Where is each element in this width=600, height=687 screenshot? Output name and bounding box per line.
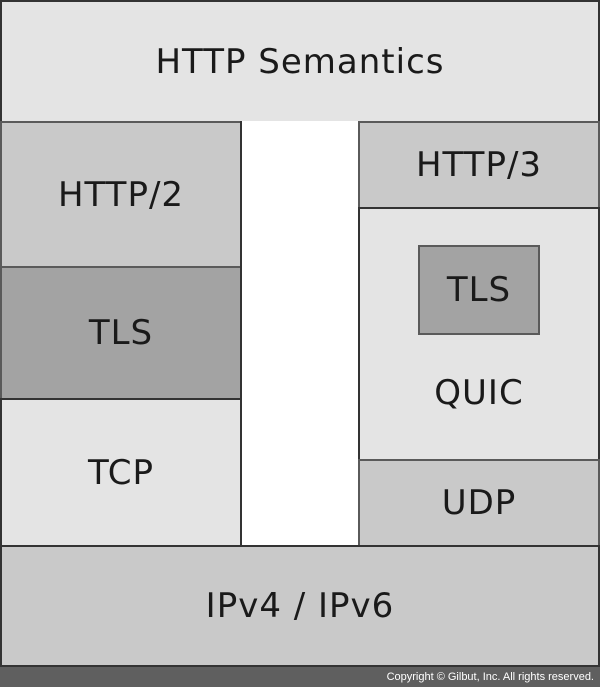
http2-label: HTTP/2 xyxy=(57,174,185,215)
ip-label: IPv4 / IPv6 xyxy=(205,586,395,626)
stack-gap xyxy=(240,121,360,547)
http2-layer: HTTP/2 xyxy=(0,121,242,268)
copyright-footer: Copyright © Gilbut, Inc. All rights rese… xyxy=(0,667,600,687)
udp-label: UDP xyxy=(441,483,517,523)
tls-layer-right: TLS xyxy=(418,245,540,335)
tls-layer-left: TLS xyxy=(0,266,242,400)
ip-layer: IPv4 / IPv6 xyxy=(0,545,600,667)
http-semantics-label: HTTP Semantics xyxy=(155,41,445,82)
quic-label: QUIC xyxy=(434,373,524,413)
tcp-label: TCP xyxy=(87,452,155,493)
http3-label: HTTP/3 xyxy=(415,145,543,185)
udp-layer: UDP xyxy=(358,459,600,547)
http-semantics-layer: HTTP Semantics xyxy=(0,0,600,123)
tls-left-label: TLS xyxy=(88,313,154,353)
copyright-text: Copyright © Gilbut, Inc. All rights rese… xyxy=(386,671,594,683)
tls-right-label: TLS xyxy=(446,270,512,310)
http3-layer: HTTP/3 xyxy=(358,121,600,209)
tcp-layer: TCP xyxy=(0,398,242,547)
